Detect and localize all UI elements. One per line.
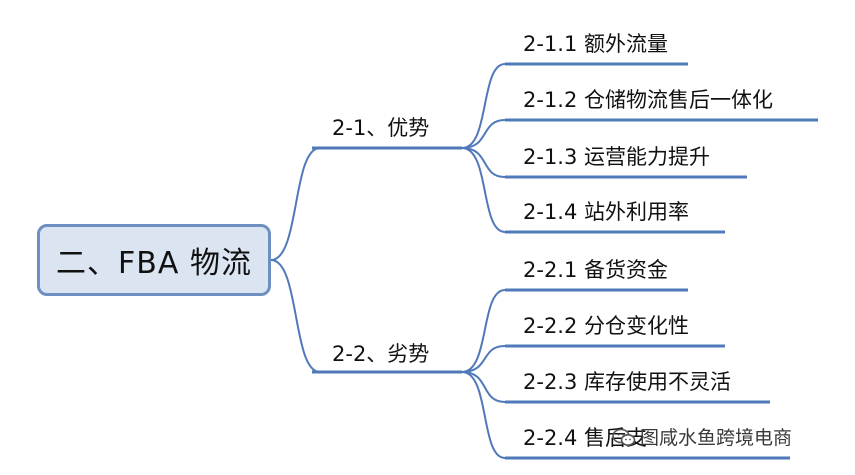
connector-root-branch-2 — [270, 259, 321, 373]
leaf-label-2-4: 2-2.4 售后支 — [523, 426, 648, 450]
connector-leaf-2-4 — [461, 371, 506, 459]
branch-label-advantages: 2-1、优势 — [332, 116, 430, 140]
leaf-label-1-3: 2-1.3 运营能力提升 — [523, 145, 711, 169]
connector-leaf-1-2 — [461, 119, 506, 149]
leaf-label-1-4: 2-1.4 站外利用率 — [523, 200, 690, 224]
connector-leaf-2-3 — [461, 371, 506, 403]
connector-leaf-2-1 — [461, 289, 506, 373]
connector-leaf-1-4 — [461, 147, 506, 233]
connector-root-branch-1 — [270, 147, 321, 261]
leaf-label-1-2: 2-1.2 仓储物流售后一体化 — [523, 88, 774, 112]
wechat-icon — [612, 428, 636, 446]
watermark-text: 图咸水鱼跨境电商 — [640, 426, 793, 449]
leaf-label-2-1: 2-2.1 备货资金 — [523, 258, 669, 282]
branch-label-disadvantages: 2-2、劣势 — [332, 342, 430, 366]
watermark: 图咸水鱼跨境电商 — [612, 428, 792, 448]
leaf-label-2-2: 2-2.2 分仓变化性 — [523, 314, 690, 338]
connector-leaf-2-2 — [461, 345, 506, 373]
root-node: 二、FBA 物流 — [37, 224, 271, 296]
connector-leaf-1-1 — [461, 63, 506, 149]
root-label: 二、FBA 物流 — [56, 246, 252, 281]
leaf-label-1-1: 2-1.1 额外流量 — [523, 32, 669, 56]
leaf-label-2-3: 2-2.3 库存使用不灵活 — [523, 370, 732, 394]
connector-leaf-1-3 — [461, 147, 506, 178]
